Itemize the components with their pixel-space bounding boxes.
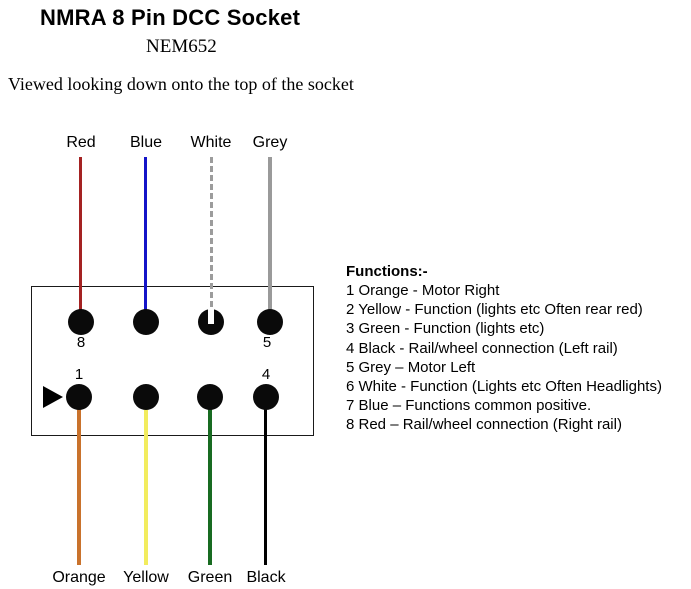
standard-subtitle: NEM652 [146,36,217,57]
pin-number-4: 4 [261,366,271,383]
pin-number-5: 5 [262,334,272,351]
pin-number-1: 1 [74,366,84,383]
function-item-3: 3 Green - Function (lights etc) [346,320,545,338]
wire-label-yellow: Yellow [123,569,169,586]
pin-1-orange[interactable] [66,384,92,410]
wire-label-blue: Blue [129,134,163,151]
wire-black [264,397,267,565]
wire-label-green: Green [187,569,233,586]
function-item-2: 2 Yellow - Function (lights etc Often re… [346,301,643,319]
wire-orange [77,397,81,565]
wire-label-orange: Orange [52,569,106,586]
wire-red [79,157,82,325]
functions-heading: Functions:- [346,263,428,280]
wire-grey [268,157,272,325]
wire-yellow [144,397,148,565]
pin1-orientation-marker-icon [43,386,63,408]
wire-label-grey: Grey [252,134,288,151]
page-title: NMRA 8 Pin DCC Socket [40,5,301,30]
wire-label-red: Red [66,134,96,151]
function-item-6: 6 White - Function (Lights etc Often Hea… [346,378,662,396]
pin-4-black[interactable] [253,384,279,410]
pin-number-8: 8 [76,334,86,351]
wire-label-white: White [190,134,232,151]
function-item-8: 8 Red – Rail/wheel connection (Right rai… [346,416,622,434]
view-orientation-note: Viewed looking down onto the top of the … [8,74,354,94]
function-item-5: 5 Grey – Motor Left [346,358,476,376]
pin-2-yellow[interactable] [133,384,159,410]
pin-6-white-notch [208,309,214,324]
pin-3-green[interactable] [197,384,223,410]
wire-green [208,397,212,565]
wire-white [210,157,213,325]
functions-legend: Functions:- 1 Orange - Motor Right 2 Yel… [346,262,686,435]
function-item-1: 1 Orange - Motor Right [346,282,500,299]
function-item-4: 4 Black - Rail/wheel connection (Left ra… [346,339,618,357]
pin-7-blue[interactable] [133,309,159,335]
wire-label-black: Black [246,569,286,586]
pin-5-grey[interactable] [257,309,283,335]
wire-blue [144,157,147,325]
pin-8-red[interactable] [68,309,94,335]
function-item-7: 7 Blue – Functions common positive. [346,397,592,415]
